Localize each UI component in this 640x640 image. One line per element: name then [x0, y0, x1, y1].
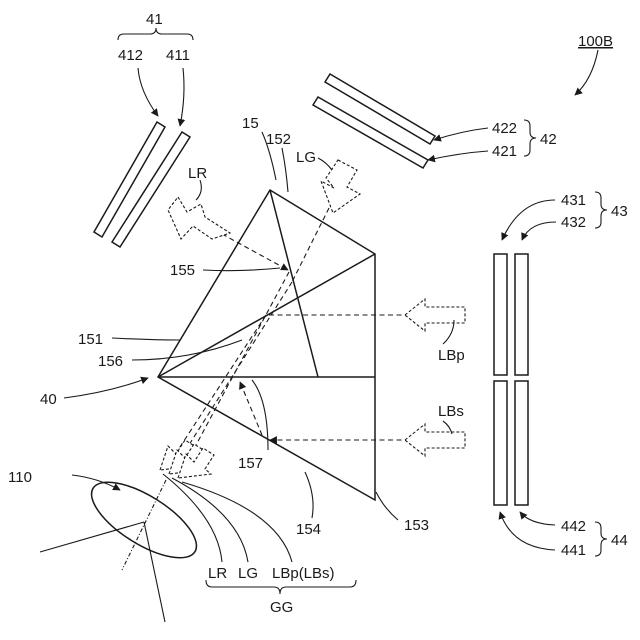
beam-lr-in [222, 234, 288, 270]
leader-157 [252, 380, 268, 450]
leader-442 [520, 512, 555, 525]
label-15: 15 [242, 115, 259, 132]
label-154: 154 [296, 521, 321, 538]
leader-lr-top [196, 180, 201, 200]
leader-156 [132, 340, 242, 360]
label-41: 41 [146, 11, 163, 28]
brace-gg [206, 580, 356, 594]
leader-lg-bottom [172, 478, 248, 562]
arrow-lr [168, 197, 230, 239]
leader-155 [203, 268, 280, 271]
label-lr-bottom: LR [208, 565, 227, 582]
label-100b: 100B [578, 33, 613, 50]
label-gg: GG [270, 599, 293, 616]
leader-100b [575, 50, 598, 95]
prism-inner-152 [270, 190, 318, 377]
brace-43 [595, 192, 607, 228]
label-156: 156 [98, 353, 123, 370]
arrow-lg [321, 160, 360, 213]
screen-ray-left [40, 522, 144, 552]
screen-ray-down [144, 522, 165, 622]
label-152: 152 [266, 131, 291, 148]
leader-lr-bottom [163, 474, 222, 562]
label-40: 40 [40, 391, 57, 408]
label-lg-bottom: LG [238, 565, 258, 582]
label-lbp-lbs: LBp(LBs) [272, 565, 335, 582]
arrow-lbp [405, 299, 465, 331]
leader-421 [428, 151, 488, 160]
light-arrows [160, 160, 465, 478]
label-lg-top: LG [296, 149, 316, 166]
label-412: 412 [118, 47, 143, 64]
label-43: 43 [611, 203, 628, 220]
screen-axis [122, 480, 166, 570]
label-44: 44 [611, 532, 628, 549]
label-42: 42 [540, 131, 557, 148]
arrow-lbs [405, 424, 465, 456]
plate-442 [515, 381, 528, 505]
label-151: 151 [78, 331, 103, 348]
leader-lbp [443, 320, 454, 344]
brace-42 [524, 120, 536, 156]
leader-411 [180, 68, 184, 126]
beam-lr-down [196, 272, 289, 445]
leader-40 [64, 378, 148, 398]
leader-151 [112, 338, 180, 340]
label-441: 441 [561, 542, 586, 559]
label-442: 442 [561, 518, 586, 535]
plate-431 [494, 254, 507, 375]
label-157: 157 [238, 455, 263, 472]
label-153: 153 [404, 517, 429, 534]
label-110: 110 [8, 469, 32, 486]
label-lr-top: LR [188, 165, 207, 182]
leader-432 [522, 222, 556, 240]
label-422: 422 [492, 120, 517, 137]
brace-41 [118, 28, 193, 40]
label-lbs: LBs [438, 403, 464, 420]
leader-412 [138, 68, 158, 116]
plate-441 [494, 381, 507, 505]
leader-152 [282, 148, 288, 192]
plate-432 [515, 254, 528, 375]
label-155: 155 [170, 262, 195, 279]
beam-lg-in [292, 208, 329, 282]
leader-422 [434, 128, 488, 140]
label-421: 421 [492, 143, 517, 160]
label-411: 411 [166, 47, 190, 64]
leader-153 [376, 492, 398, 520]
leader-154 [305, 472, 313, 518]
label-431: 431 [561, 192, 586, 209]
label-lbp: LBp [438, 347, 465, 364]
leader-431 [502, 200, 555, 240]
leader-lg-top [318, 158, 332, 170]
plate-group-43-44 [494, 192, 607, 556]
beam-lbp-down [178, 315, 266, 450]
brace-44 [595, 522, 607, 556]
label-432: 432 [561, 214, 586, 231]
